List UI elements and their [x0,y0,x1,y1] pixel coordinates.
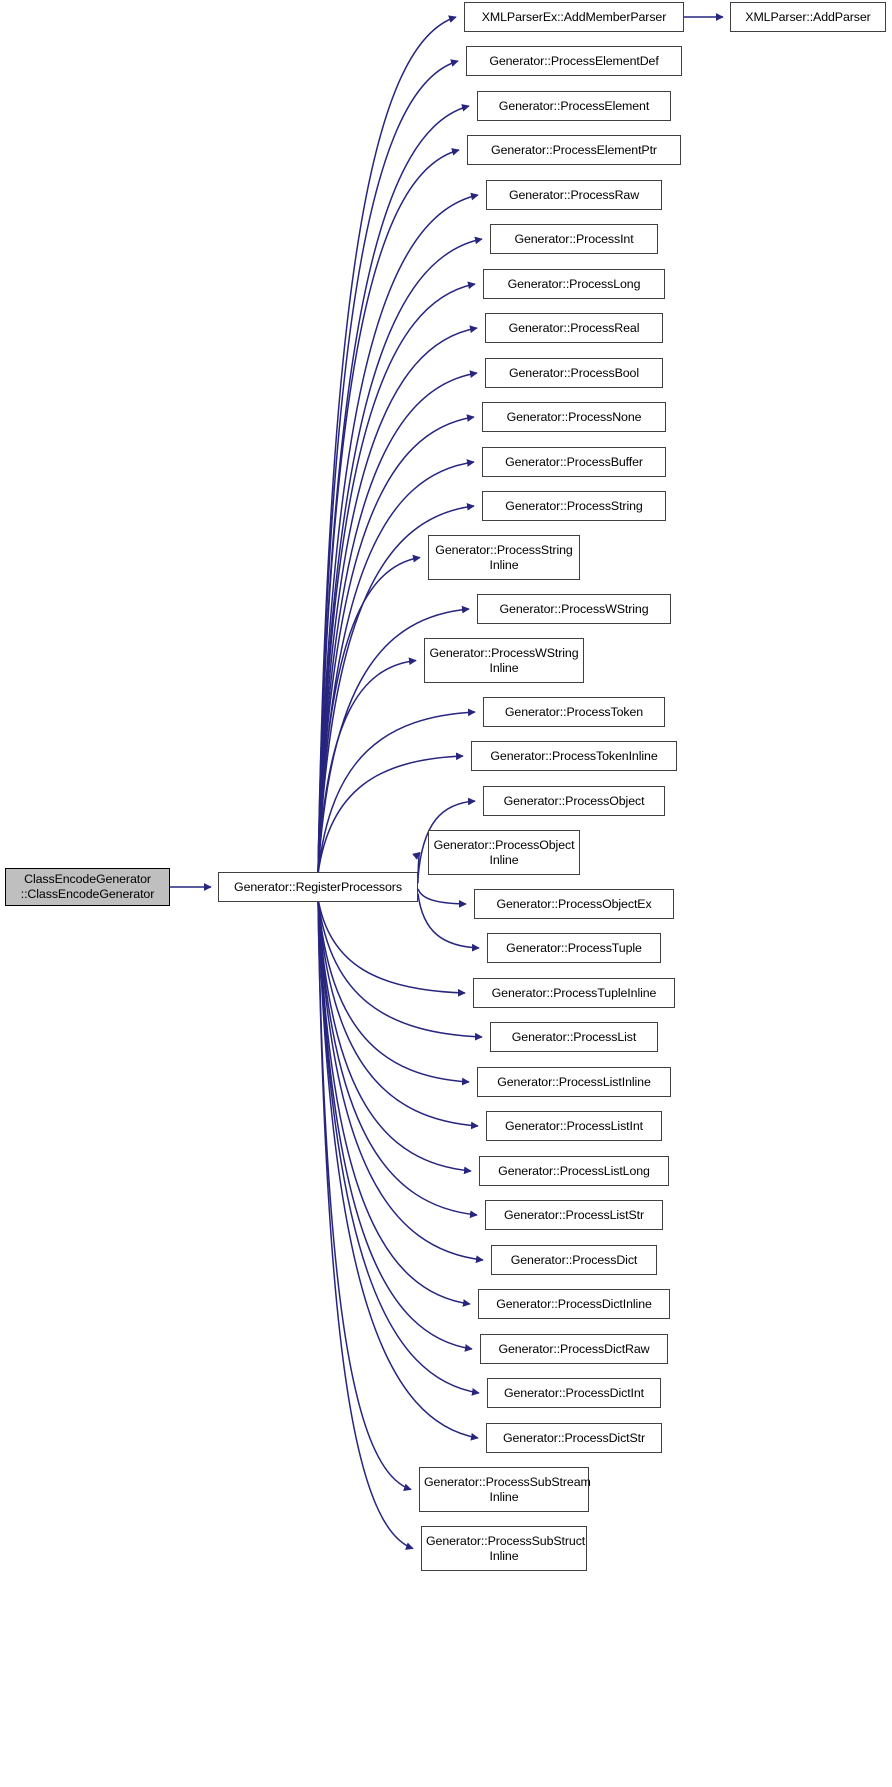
node-label: Generator::ProcessInt [514,231,634,246]
graph-node-generator-processobjectex[interactable]: Generator::ProcessObjectEx [474,889,674,919]
node-label: Generator::ProcessDictRaw [498,1341,650,1356]
graph-node-generator-processtoken[interactable]: Generator::ProcessToken [483,697,665,727]
graph-node-xmlparserex-addmemberparser[interactable]: XMLParserEx::AddMemberParser [464,2,684,32]
graph-node-generator-processbool[interactable]: Generator::ProcessBool [485,358,663,388]
graph-node-generator-processdict[interactable]: Generator::ProcessDict [491,1245,657,1275]
node-label: Generator::ProcessTuple [506,940,642,955]
node-label: Generator::ProcessBuffer [505,454,643,469]
edge-hub-to-generator-processlistinline [317,899,470,1086]
node-label: Generator::ProcessReal [508,320,640,335]
edge-hub-to-generator-processbool [317,370,478,875]
graph-node-generator-processdictint[interactable]: Generator::ProcessDictInt [487,1378,661,1408]
node-label: Generator::ProcessListStr [503,1207,645,1222]
graph-node-generator-processwstring-inline[interactable]: Generator::ProcessWString Inline [424,638,584,683]
edge-hub-to-xmlparserex-addmemberparser [317,15,457,875]
node-label: Generator::ProcessTokenInline [490,748,658,763]
edge-hub-to-generator-processwstring-inline [317,657,417,875]
graph-node-generator-processelementptr[interactable]: Generator::ProcessElementPtr [467,135,681,165]
node-label: Generator::ProcessListLong [498,1163,650,1178]
node-label: Generator::ProcessObject [503,793,645,808]
node-label: ClassEncodeGenerator ::ClassEncodeGenera… [20,872,155,901]
graph-node-generator-processdictraw[interactable]: Generator::ProcessDictRaw [480,1334,668,1364]
graph-node-generator-processwstring[interactable]: Generator::ProcessWString [477,594,671,624]
graph-node-generator-processelementdef[interactable]: Generator::ProcessElementDef [466,46,682,76]
graph-node-generator-processlist[interactable]: Generator::ProcessList [490,1022,658,1052]
edge-hub-to-generator-processdictstr [317,899,479,1441]
node-label: Generator::ProcessObject Inline [433,837,575,867]
node-label: Generator::ProcessElementDef [489,53,659,68]
edge-hub-to-generator-processobjectex [417,888,467,908]
node-label: Generator::ProcessList [511,1029,637,1044]
graph-node-generator-processtuple[interactable]: Generator::ProcessTuple [487,933,661,963]
node-label: Generator::ProcessString Inline [435,542,573,572]
graph-node-generator-processreal[interactable]: Generator::ProcessReal [485,313,663,343]
node-label: Generator::ProcessNone [506,409,642,424]
node-label: XMLParser::AddParser [745,9,871,24]
node-label: Generator::ProcessDictInt [503,1385,645,1400]
edge-hub-to-generator-processsubstruct-inline [317,899,414,1550]
graph-node-generator-processdictstr[interactable]: Generator::ProcessDictStr [486,1423,662,1453]
graph-node-xmlparser-addparser[interactable]: XMLParser::AddParser [730,2,886,32]
graph-node-generator-processtupleinline[interactable]: Generator::ProcessTupleInline [473,978,675,1008]
graph-node-generator-processobject[interactable]: Generator::ProcessObject [483,786,665,816]
graph-node-generator-registerprocessors[interactable]: Generator::RegisterProcessors [218,872,418,902]
graph-node-root-classencodegenerator-classencodegenerator[interactable]: ClassEncodeGenerator ::ClassEncodeGenera… [5,868,170,906]
graph-node-generator-processnone[interactable]: Generator::ProcessNone [482,402,666,432]
edge-hub-to-generator-processstring-inline [317,554,421,875]
node-label: Generator::ProcessListInline [497,1074,651,1089]
edge-hub-to-generator-processsubstream-inline [317,899,412,1492]
edge-hub-to-generator-processobject-inline [412,851,421,884]
graph-node-generator-processbuffer[interactable]: Generator::ProcessBuffer [482,447,666,477]
edge-hub-to-generator-processtupleinline [317,898,466,997]
graph-node-generator-processraw[interactable]: Generator::ProcessRaw [486,180,662,210]
graph-node-generator-processobject-inline[interactable]: Generator::ProcessObject Inline [428,830,580,875]
edge-hub-to-generator-processdictraw [317,899,473,1352]
graph-node-generator-processlistlong[interactable]: Generator::ProcessListLong [479,1156,669,1186]
graph-node-generator-processsubstruct-inline[interactable]: Generator::ProcessSubStruct Inline [421,1526,587,1571]
graph-node-generator-processstring[interactable]: Generator::ProcessString [482,491,666,521]
edge-hub-to-generator-processelementptr [317,148,460,875]
graph-node-generator-processliststr[interactable]: Generator::ProcessListStr [485,1200,663,1230]
edge-hub-to-generator-processelement [317,104,470,875]
edge-hub-to-generator-processdictinline [317,899,471,1307]
node-label: Generator::ProcessDict [510,1252,638,1267]
graph-node-generator-processlong[interactable]: Generator::ProcessLong [483,269,665,299]
node-label: Generator::ProcessWString [499,601,649,616]
graph-node-generator-processint[interactable]: Generator::ProcessInt [490,224,658,254]
edge-hub-to-generator-processliststr [317,899,478,1219]
edge-hub-to-generator-processdictint [317,899,480,1396]
node-label: Generator::ProcessBool [508,365,640,380]
node-label: Generator::ProcessSubStruct Inline [426,1533,586,1563]
graph-node-generator-processstring-inline[interactable]: Generator::ProcessString Inline [428,535,580,580]
edge-hub-to-generator-processdict [317,899,484,1264]
node-label: Generator::ProcessToken [504,704,644,719]
node-label: Generator::ProcessSubStream Inline [424,1474,591,1504]
node-label: Generator::ProcessString [505,498,643,513]
edge-hub-to-generator-processreal [317,325,478,875]
graph-node-generator-processtokeninline[interactable]: Generator::ProcessTokenInline [471,741,677,771]
edge-hub-to-generator-processelementdef [317,59,459,875]
node-label: Generator::ProcessListInt [505,1118,643,1133]
graph-node-generator-processelement[interactable]: Generator::ProcessElement [477,91,671,121]
node-label: Generator::ProcessRaw [508,187,640,202]
node-label: XMLParserEx::AddMemberParser [481,9,667,24]
node-label: Generator::ProcessTupleInline [491,985,657,1000]
edge-hub-to-generator-processlistint [317,899,479,1130]
node-label: Generator::ProcessElementPtr [491,142,657,157]
edge-hub-to-generator-processtuple [417,893,480,952]
edge-hub-to-generator-processlistlong [317,899,472,1175]
graph-node-generator-processlistinline[interactable]: Generator::ProcessListInline [477,1067,671,1097]
node-label: Generator::ProcessDictInline [496,1296,652,1311]
node-label: Generator::RegisterProcessors [234,879,402,894]
graph-node-generator-processdictinline[interactable]: Generator::ProcessDictInline [478,1289,670,1319]
edge-hub-to-generator-processlist [317,899,483,1041]
node-label: Generator::ProcessWString Inline [429,645,579,675]
graph-node-generator-processlistint[interactable]: Generator::ProcessListInt [486,1111,662,1141]
node-label: Generator::ProcessObjectEx [496,896,652,911]
graph-node-generator-processsubstream-inline[interactable]: Generator::ProcessSubStream Inline [419,1467,591,1512]
node-label: Generator::ProcessLong [507,276,641,291]
node-label: Generator::ProcessElement [498,98,650,113]
node-label: Generator::ProcessDictStr [502,1430,646,1445]
